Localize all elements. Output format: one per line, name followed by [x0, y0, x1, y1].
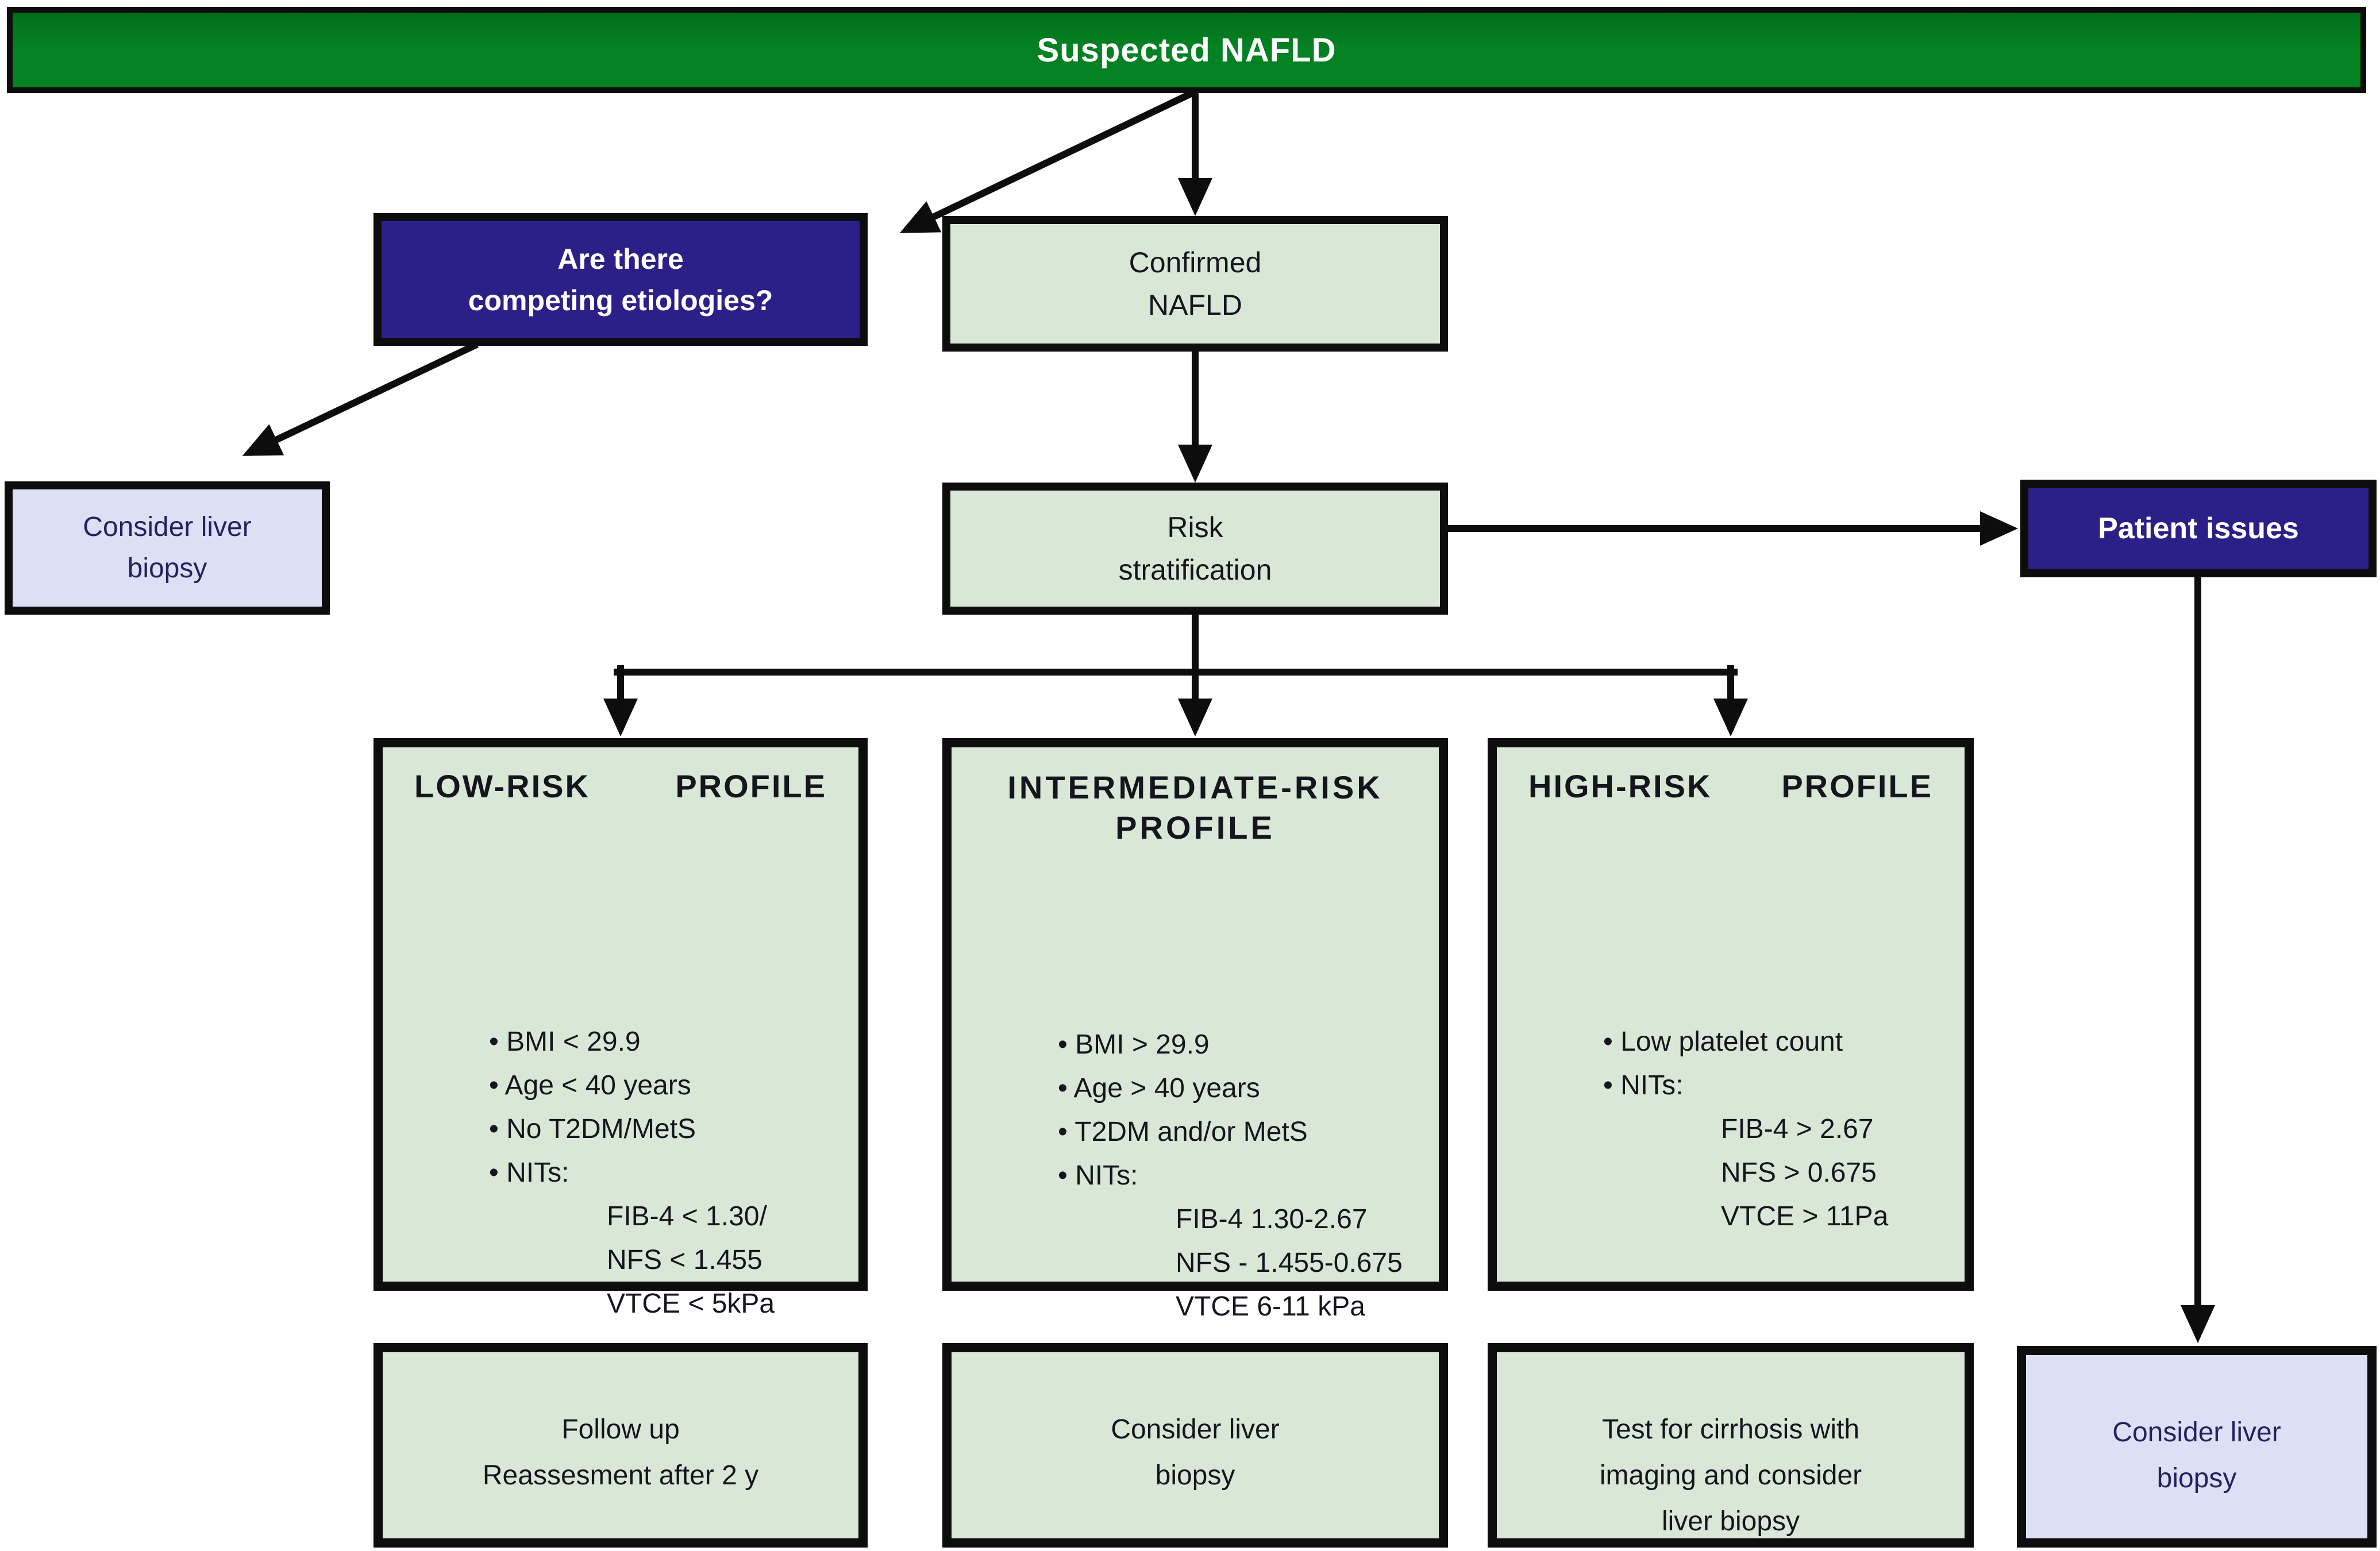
criteria-subitem: VTCE 6-11 kPa	[1176, 1291, 1365, 1322]
node-consider-liver-biopsy-center: Consider liver biopsy	[942, 1343, 1448, 1548]
criteria-item: • NITs:	[1603, 1070, 1684, 1101]
node-high-risk-profile: HIGH-RISK PROFILE • Low platelet count •…	[1488, 738, 1974, 1291]
profile-title-word: LOW-RISK	[414, 768, 590, 804]
criteria-subitem: NFS > 0.675	[1721, 1158, 1877, 1188]
criteria-list: • BMI > 29.9 • Age > 40 years • T2DM and…	[1058, 1023, 1403, 1329]
criteria-list: • BMI < 29.9 • Age < 40 years • No T2DM/…	[489, 1020, 775, 1326]
criteria-item: • NITs:	[489, 1158, 569, 1188]
node-line: Follow up	[561, 1414, 680, 1445]
node-label: Patient issues	[2098, 512, 2299, 545]
node-test-for-cirrhosis: Test for cirrhosis with imaging and cons…	[1488, 1343, 1974, 1548]
node-line: stratification	[1118, 554, 1272, 586]
arrow-banner-to-etiologies	[899, 88, 1197, 234]
node-line: Consider liver	[1111, 1414, 1280, 1445]
node-patient-issues: Patient issues	[2020, 480, 2377, 577]
criteria-item: • NITs:	[1058, 1160, 1138, 1191]
criteria-item: • No T2DM/MetS	[489, 1114, 696, 1144]
node-consider-liver-biopsy-right: Consider liver biopsy	[2017, 1346, 2377, 1548]
node-line: NAFLD	[1148, 289, 1242, 321]
profile-title-line: PROFILE	[1115, 809, 1275, 846]
node-line: Are there	[557, 242, 684, 275]
banner-suspected-nafld: Suspected NAFLD	[7, 7, 2366, 93]
node-line: Consider liver	[83, 512, 252, 542]
node-line: biopsy	[2156, 1463, 2237, 1494]
profile-title-word: PROFILE	[675, 768, 827, 804]
node-line: liver biopsy	[1661, 1506, 1800, 1537]
banner-label: Suspected NAFLD	[1037, 31, 1337, 69]
node-line: Confirmed	[1129, 246, 1262, 279]
node-line: competing etiologies?	[468, 284, 773, 317]
node-line: biopsy	[1155, 1460, 1235, 1491]
criteria-subitem: FIB-4 < 1.30/	[607, 1201, 767, 1232]
node-line: Risk	[1167, 511, 1223, 543]
criteria-subitem: FIB-4 1.30-2.67	[1176, 1204, 1368, 1234]
criteria-item: • BMI > 29.9	[1058, 1029, 1210, 1060]
node-competing-etiologies: Are there competing etiologies?	[373, 213, 868, 346]
arrow-etiologies-to-biopsy	[242, 341, 479, 456]
criteria-subitem: VTCE < 5kPa	[607, 1288, 775, 1319]
criteria-item: • BMI < 29.9	[489, 1027, 641, 1057]
profile-title-word: PROFILE	[1781, 768, 1933, 804]
node-line: Consider liver	[2112, 1417, 2281, 1448]
node-confirmed-nafld: Confirmed NAFLD	[942, 216, 1448, 352]
node-consider-liver-biopsy-left: Consider liver biopsy	[5, 481, 330, 615]
node-follow-up: Follow up Reassesment after 2 y	[373, 1343, 868, 1548]
criteria-subitem: FIB-4 > 2.67	[1721, 1114, 1874, 1144]
criteria-item: • T2DM and/or MetS	[1058, 1117, 1308, 1147]
profile-title: INTERMEDIATE-RISK PROFILE	[983, 767, 1407, 848]
node-line: biopsy	[127, 553, 207, 584]
criteria-item: • Low platelet count	[1603, 1027, 1843, 1057]
criteria-list: • Low platelet count • NITs: FIB-4 > 2.6…	[1603, 1020, 1888, 1239]
node-risk-stratification: Risk stratification	[942, 483, 1448, 615]
node-low-risk-profile: LOW-RISK PROFILE • BMI < 29.9 • Age < 40…	[373, 738, 868, 1319]
criteria-item: • Age < 40 years	[489, 1070, 691, 1101]
profile-title-line: INTERMEDIATE-RISK	[1007, 769, 1383, 805]
criteria-subitem: VTCE > 11Pa	[1721, 1201, 1889, 1232]
node-line: imaging and consider	[1599, 1460, 1862, 1491]
criteria-subitem: NFS - 1.455-0.675	[1176, 1248, 1403, 1278]
profile-title: HIGH-RISK PROFILE	[1528, 767, 1933, 805]
profile-title: LOW-RISK PROFILE	[414, 767, 827, 805]
node-line: Reassesment after 2 y	[482, 1460, 759, 1491]
node-line: Test for cirrhosis with	[1601, 1414, 1860, 1445]
profile-title-word: HIGH-RISK	[1528, 768, 1712, 804]
criteria-subitem: NFS < 1.455	[607, 1245, 762, 1275]
criteria-item: • Age > 40 years	[1058, 1073, 1260, 1104]
node-intermediate-risk-profile: INTERMEDIATE-RISK PROFILE • BMI > 29.9 •…	[942, 738, 1448, 1322]
